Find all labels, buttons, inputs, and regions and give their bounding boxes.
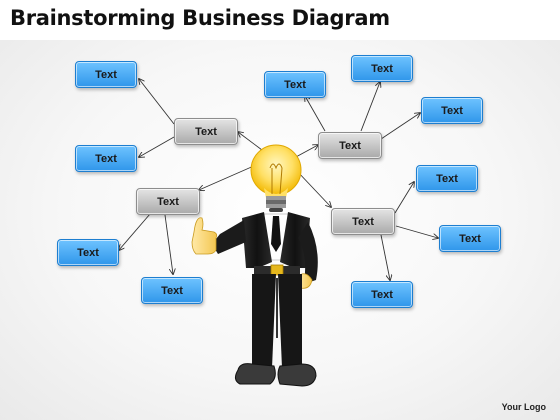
thumbs-up-hand-icon <box>191 217 218 255</box>
hub-upper-right: Text <box>318 132 382 159</box>
leaf-node-1: Text <box>75 61 137 88</box>
leaf-node-5: Text <box>264 71 326 98</box>
leaf-node-10: Text <box>351 281 413 308</box>
belt-buckle-icon <box>270 264 284 276</box>
leaf-node-7: Text <box>421 97 483 124</box>
connector-hub-lr-leaf-10 <box>380 234 390 280</box>
connector-hub-ll-leaf-3 <box>119 213 151 250</box>
connector-hub-ul-leaf-1 <box>139 79 175 125</box>
connector-bulb-hub-upper-left <box>238 132 263 151</box>
leaf-node-2: Text <box>75 145 137 172</box>
connector-hub-lr-leaf-8 <box>394 182 414 214</box>
leaf-node-6: Text <box>351 55 413 82</box>
connector-hub-ul-leaf-2 <box>139 136 175 157</box>
hub-lower-left: Text <box>136 188 200 215</box>
leaf-node-8: Text <box>416 165 478 192</box>
leaf-node-3: Text <box>57 239 119 266</box>
connector-bulb-hub-lower-right <box>295 169 331 207</box>
connector-bulb-hub-lower-left <box>199 164 257 190</box>
hub-lower-right: Text <box>331 208 395 235</box>
connector-hub-ur-leaf-5 <box>305 96 326 132</box>
bulb-head-businessman <box>191 144 318 387</box>
logo-text: Your Logo <box>501 402 546 412</box>
shoes-icon <box>234 363 317 387</box>
connector-hub-ur-leaf-7 <box>380 113 420 140</box>
leaf-node-4: Text <box>141 277 203 304</box>
connector-hub-ll-leaf-4 <box>164 214 173 274</box>
leaf-node-9: Text <box>439 225 501 252</box>
lightbulb-head-icon <box>250 144 302 212</box>
tie-icon <box>271 216 281 252</box>
connector-hub-lr-leaf-9 <box>395 225 438 238</box>
hub-upper-left: Text <box>174 118 238 145</box>
connector-bulb-hub-upper-right <box>293 145 318 159</box>
connector-hub-ur-leaf-6 <box>360 82 380 132</box>
page-title: Brainstorming Business Diagram <box>10 6 390 30</box>
